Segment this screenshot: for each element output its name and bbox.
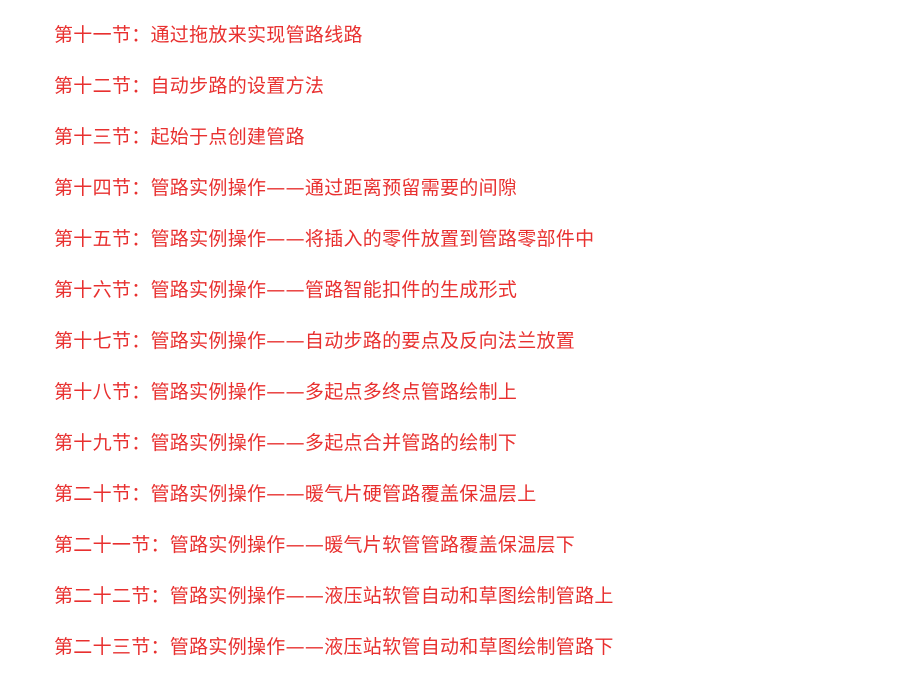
- lesson-item: 第十七节：管路实例操作——自动步路的要点及反向法兰放置: [54, 330, 576, 352]
- lesson-list: 第十一节：通过拖放来实现管路线路 第十二节：自动步路的设置方法 第十三节：起始于…: [54, 20, 614, 683]
- lesson-item: 第二十节：管路实例操作——暖气片硬管路覆盖保温层上: [54, 483, 537, 505]
- lesson-item: 第二十二节：管路实例操作——液压站软管自动和草图绘制管路上: [54, 585, 614, 607]
- lesson-item: 第十一节：通过拖放来实现管路线路: [54, 24, 363, 46]
- lesson-item: 第十三节：起始于点创建管路: [54, 126, 305, 148]
- lesson-item: 第十四节：管路实例操作——通过距离预留需要的间隙: [54, 177, 518, 199]
- lesson-item: 第二十三节：管路实例操作——液压站软管自动和草图绘制管路下: [54, 636, 614, 658]
- lesson-item: 第十八节：管路实例操作——多起点多终点管路绘制上: [54, 381, 518, 403]
- lesson-item: 第十六节：管路实例操作——管路智能扣件的生成形式: [54, 279, 518, 301]
- lesson-item: 第十九节：管路实例操作——多起点合并管路的绘制下: [54, 432, 518, 454]
- lesson-item: 第十二节：自动步路的设置方法: [54, 75, 325, 97]
- lesson-item: 第二十一节：管路实例操作——暖气片软管管路覆盖保温层下: [54, 534, 576, 556]
- lesson-item: 第十五节：管路实例操作——将插入的零件放置到管路零部件中: [54, 228, 595, 250]
